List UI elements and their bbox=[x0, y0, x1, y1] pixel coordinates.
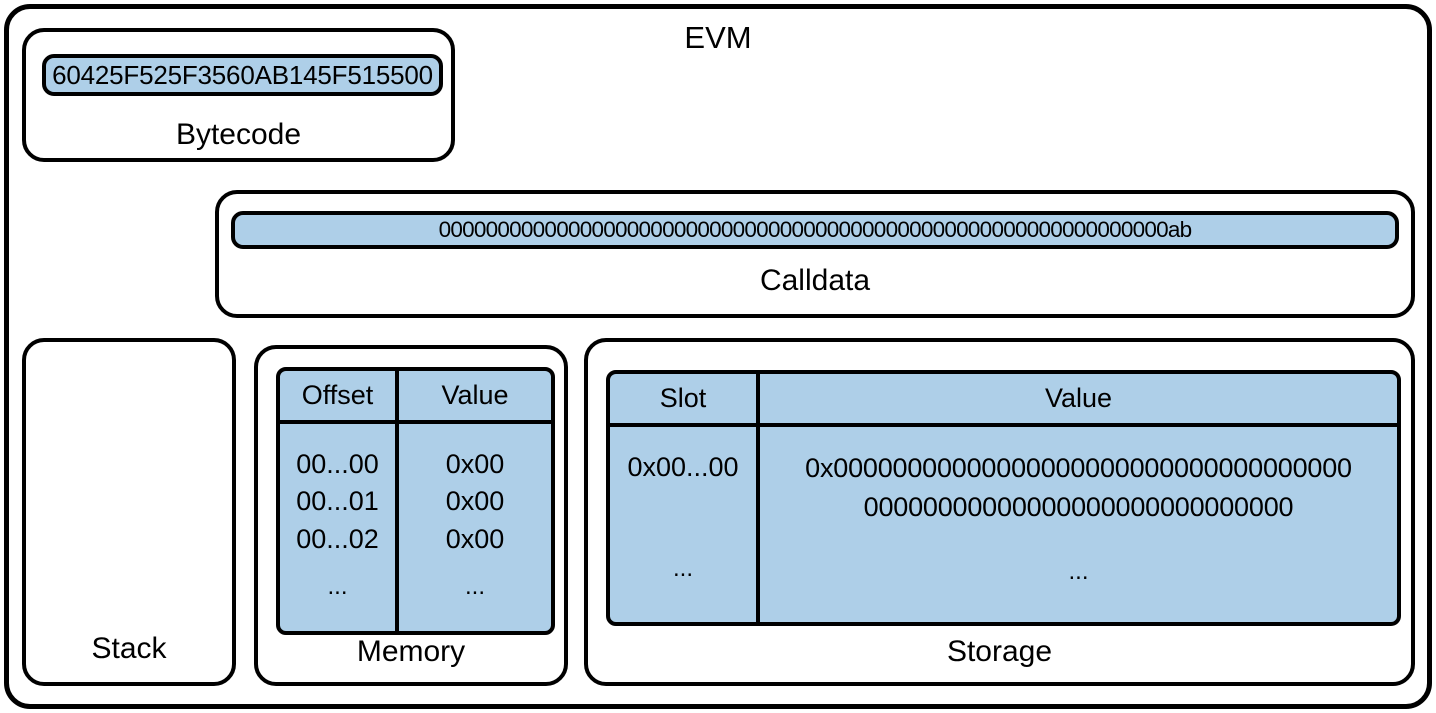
table-row: 0x00 bbox=[445, 449, 505, 479]
memory-column-header-value: Value bbox=[441, 380, 509, 410]
storage-column-header-slot: Slot bbox=[610, 374, 760, 423]
storage-panel: Slot Value 0x00...00 ... 0x0000000000000… bbox=[584, 338, 1415, 686]
table-row: ... bbox=[464, 572, 485, 600]
storage-label: Storage bbox=[946, 635, 1053, 668]
stack-label: Stack bbox=[91, 632, 167, 665]
page-title: EVM bbox=[684, 20, 752, 55]
bytecode-label: Bytecode bbox=[175, 118, 302, 151]
calldata-label: Calldata bbox=[759, 264, 871, 297]
memory-table-body: 00...00 00...01 00...02 ... 0x00 0x00 0x… bbox=[280, 424, 551, 631]
calldata-panel: 0000000000000000000000000000000000000000… bbox=[215, 190, 1415, 318]
storage-table-header-row: Slot Value bbox=[610, 374, 1397, 427]
table-row: 0x00000000000000000000000000000000000000… bbox=[805, 453, 1352, 523]
table-row: ... bbox=[1068, 558, 1089, 586]
table-row: 0x00 bbox=[445, 486, 505, 517]
table-row: 00...01 bbox=[296, 486, 379, 517]
table-row: 0x00 bbox=[445, 523, 505, 554]
memory-offset-column: 00...00 00...01 00...02 ... bbox=[280, 424, 399, 631]
stack-panel: Stack bbox=[22, 338, 236, 686]
storage-slot-column: 0x00...00 ... bbox=[610, 427, 760, 622]
calldata-value: 0000000000000000000000000000000000000000… bbox=[231, 211, 1399, 249]
table-row: ... bbox=[327, 572, 348, 600]
storage-column-header-value: Value bbox=[1044, 383, 1113, 413]
bytecode-panel: 60425F525F3560AB145F515500 Bytecode bbox=[22, 28, 455, 162]
memory-table: Offset Value 00...00 00...01 00...02 ...… bbox=[276, 367, 555, 635]
table-row: 00...02 bbox=[296, 523, 379, 554]
bytecode-value: 60425F525F3560AB145F515500 bbox=[42, 54, 443, 96]
storage-table: Slot Value 0x00...00 ... 0x0000000000000… bbox=[606, 370, 1401, 626]
memory-value-column: 0x00 0x00 0x00 ... bbox=[399, 424, 551, 631]
storage-value-column: 0x00000000000000000000000000000000000000… bbox=[760, 427, 1397, 622]
table-row: 00...00 bbox=[296, 449, 379, 479]
table-row: 0x00...00 bbox=[627, 452, 739, 482]
memory-column-header-offset: Offset bbox=[280, 371, 399, 420]
table-row: ... bbox=[672, 555, 693, 583]
storage-table-body: 0x00...00 ... 0x000000000000000000000000… bbox=[610, 427, 1397, 622]
memory-panel: Offset Value 00...00 00...01 00...02 ...… bbox=[254, 345, 568, 686]
memory-label: Memory bbox=[356, 635, 466, 668]
memory-table-header-row: Offset Value bbox=[280, 371, 551, 424]
